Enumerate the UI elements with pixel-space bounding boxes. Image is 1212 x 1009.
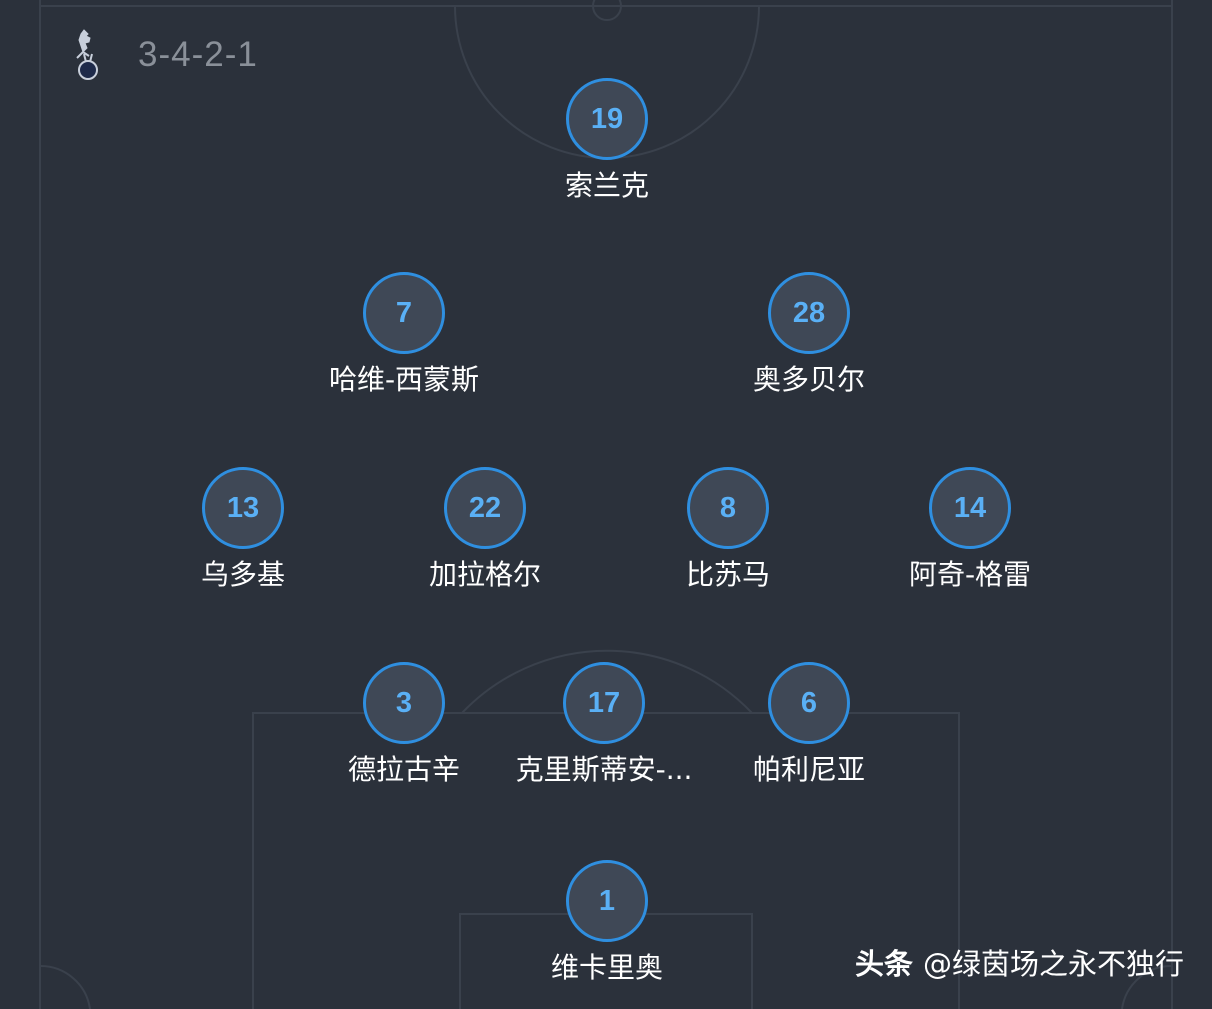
- player-name: 德拉古辛: [347, 753, 460, 786]
- player-name: 乌多基: [200, 558, 285, 591]
- player-card[interactable]: 22 加拉格尔: [395, 467, 575, 593]
- player-name: 比苏马: [685, 558, 770, 591]
- player-number-badge: 8: [687, 467, 769, 549]
- tottenham-cockerel-crest-icon: [76, 29, 98, 80]
- player-name: 帕利尼亚: [752, 753, 865, 786]
- formation-label: 3-4-2-1: [138, 35, 258, 74]
- player-number-badge: 7: [363, 272, 445, 354]
- player-name: 索兰克: [564, 169, 649, 202]
- player-number-badge: 28: [768, 272, 850, 354]
- player-number-badge: 19: [566, 78, 648, 160]
- player-number-badge: 1: [566, 860, 648, 942]
- team-header: 3-4-2-1: [72, 28, 258, 82]
- corner-arc-right: [1121, 964, 1173, 1009]
- player-name: 阿奇-格雷: [908, 558, 1032, 591]
- player-number-badge: 14: [929, 467, 1011, 549]
- player-number-badge: 3: [363, 662, 445, 744]
- player-number-badge: 13: [202, 467, 284, 549]
- player-name: 奥多贝尔: [752, 363, 865, 396]
- watermark-handle: @绿茵场之永不独行: [922, 947, 1184, 981]
- watermark-brand: 头条: [854, 947, 913, 981]
- player-number-badge: 17: [563, 662, 645, 744]
- player-name: 维卡里奥: [550, 951, 663, 984]
- player-card[interactable]: 7 哈维-西蒙斯: [314, 272, 494, 398]
- player-card[interactable]: 8 比苏马: [638, 467, 818, 593]
- player-card[interactable]: 3 德拉古辛: [314, 662, 494, 788]
- player-name: 加拉格尔: [428, 558, 541, 591]
- player-card[interactable]: 1 维卡里奥: [517, 860, 697, 986]
- player-card[interactable]: 19 索兰克: [517, 78, 697, 204]
- corner-arc-left: [39, 964, 91, 1009]
- watermark: 头条 @绿茵场之永不独行: [855, 941, 1184, 983]
- player-card[interactable]: 13 乌多基: [153, 467, 333, 593]
- player-number-badge: 22: [444, 467, 526, 549]
- player-card[interactable]: 28 奥多贝尔: [719, 272, 899, 398]
- center-spot-ring: [592, 0, 622, 21]
- penalty-arc: [461, 649, 753, 714]
- player-card[interactable]: 17 克里斯蒂安-...: [514, 662, 694, 788]
- player-number-badge: 6: [768, 662, 850, 744]
- player-card[interactable]: 14 阿奇-格雷: [880, 467, 1060, 593]
- player-name: 克里斯蒂安-...: [515, 753, 693, 786]
- player-name: 哈维-西蒙斯: [328, 363, 480, 396]
- player-card[interactable]: 6 帕利尼亚: [719, 662, 899, 788]
